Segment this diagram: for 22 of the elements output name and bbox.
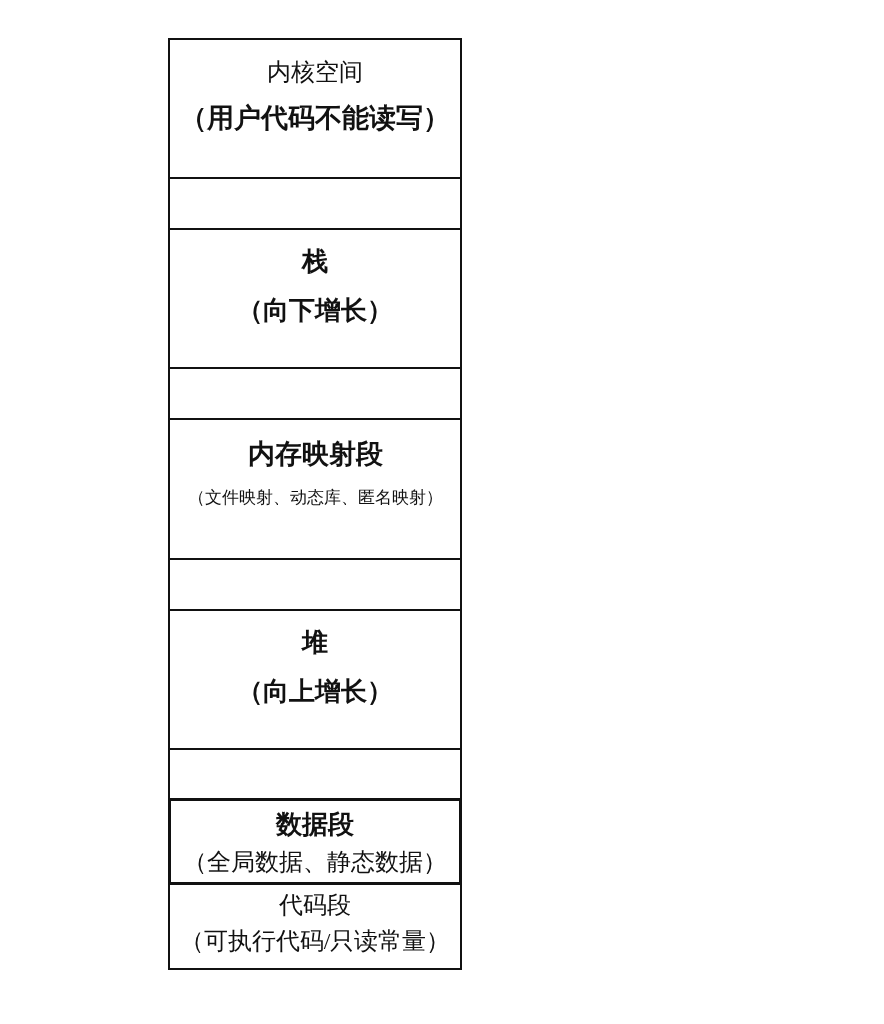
memory-segment-box bbox=[168, 609, 462, 750]
segment-title: 数据段 bbox=[276, 809, 354, 841]
memory-region-box bbox=[168, 177, 462, 230]
segment-title: 内存映射段 bbox=[247, 438, 383, 471]
memory-segment-box bbox=[168, 798, 462, 885]
memory-segment-box bbox=[168, 228, 462, 369]
segment-title: 栈 bbox=[302, 246, 328, 278]
segment-description: （文件映射、动态库、匿名映射） bbox=[187, 487, 443, 509]
segment-title: 内核空间 bbox=[267, 58, 363, 87]
memory-region-box bbox=[168, 367, 462, 420]
segment-title: 堆 bbox=[302, 627, 328, 659]
segment-description: （全局数据、静态数据） bbox=[183, 848, 447, 877]
segment-description: （向下增长） bbox=[237, 295, 393, 327]
segment-description: （可执行代码/只读常量） bbox=[179, 927, 451, 956]
memory-segment-box bbox=[168, 418, 462, 560]
segment-description: （向上增长） bbox=[237, 676, 393, 708]
segment-description: （用户代码不能读写） bbox=[180, 102, 450, 135]
segment-title: 代码段 bbox=[279, 891, 351, 920]
memory-region-box bbox=[168, 748, 462, 800]
memory-segment-box bbox=[168, 883, 462, 970]
memory-segment-box bbox=[168, 38, 462, 179]
memory-region-box bbox=[168, 558, 462, 611]
